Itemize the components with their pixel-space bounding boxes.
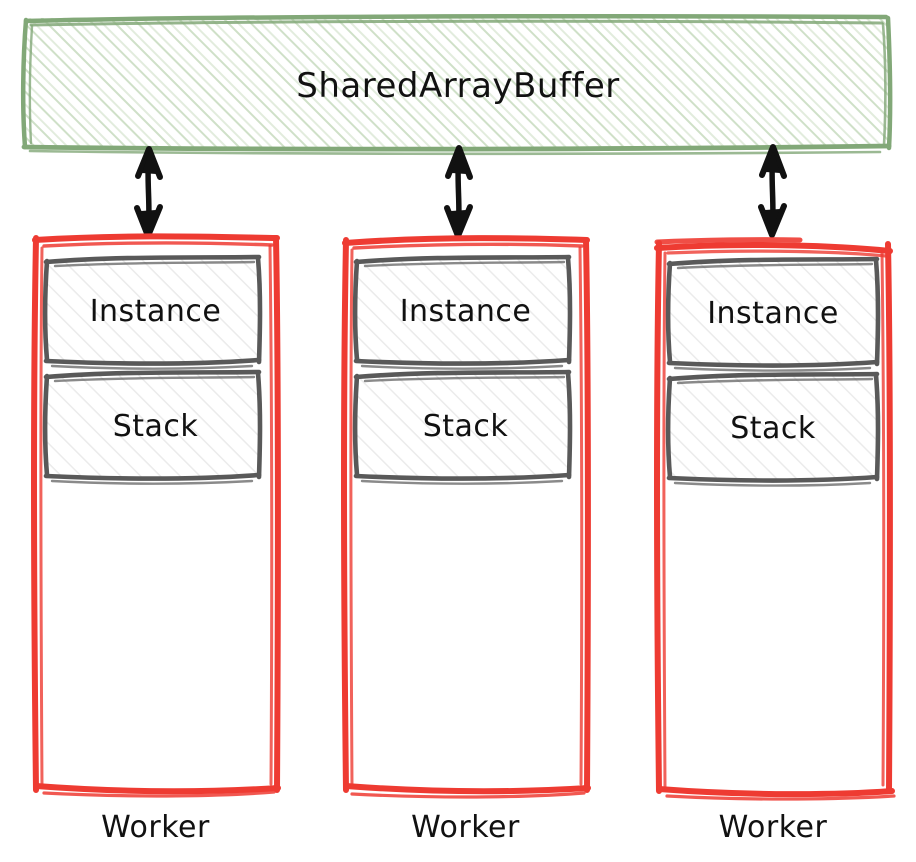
worker-label-3: Worker — [718, 810, 828, 845]
worker-box-2 — [341, 235, 591, 799]
instance-label-1: Instance — [89, 294, 222, 329]
connector-arrow-worker-3 — [758, 144, 787, 238]
worker-label-1: Worker — [101, 810, 210, 845]
connector-arrow-worker-2 — [444, 145, 473, 239]
stack-label-2: Stack — [422, 409, 509, 444]
instance-block-3 — [665, 256, 881, 372]
instance-block-1 — [42, 254, 263, 370]
instance-label-3: Instance — [707, 296, 839, 331]
instance-label-2: Instance — [399, 294, 532, 329]
stack-block-3 — [665, 371, 881, 487]
shared-array-buffer-box — [20, 13, 893, 156]
worker-box-1 — [31, 233, 281, 798]
stack-label-1: Stack — [112, 409, 199, 444]
connector-arrow-worker-1 — [134, 146, 163, 239]
worker-box-3 — [654, 237, 896, 801]
stack-block-1 — [42, 369, 263, 485]
instance-block-2 — [352, 254, 573, 370]
shared-array-buffer-label: SharedArrayBuffer — [296, 66, 620, 106]
stack-label-3: Stack — [730, 411, 816, 446]
stack-block-2 — [352, 369, 573, 485]
worker-label-2: Worker — [411, 810, 520, 845]
